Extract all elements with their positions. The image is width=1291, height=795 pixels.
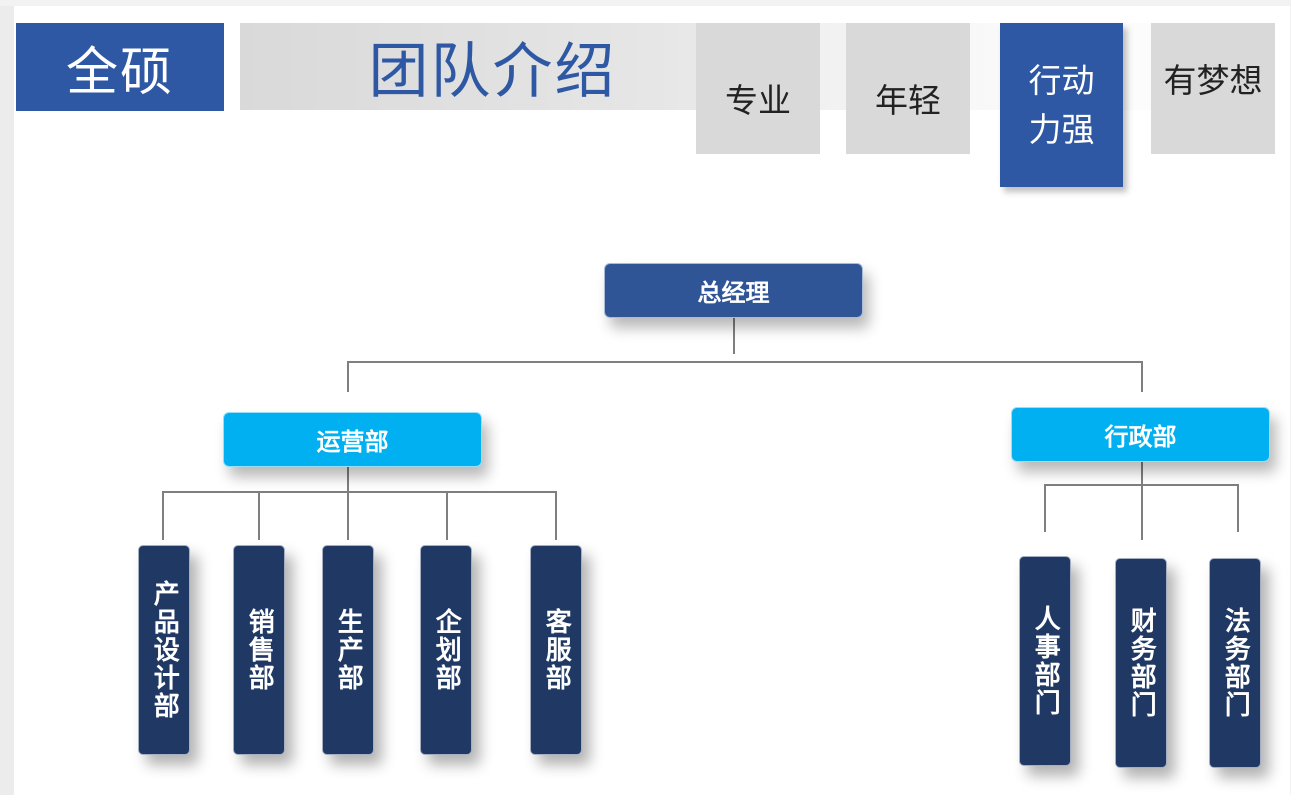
keyword-label: 专业 bbox=[725, 80, 791, 120]
keyword-label: 年轻 bbox=[875, 80, 941, 120]
node-sales: 销售部 bbox=[233, 545, 285, 755]
node-customer-service: 客服部 bbox=[530, 545, 582, 755]
node-product-design: 产品设计部 bbox=[138, 545, 190, 755]
brand-box: 全硕 bbox=[16, 23, 224, 111]
keyword-box-young: 年轻 bbox=[846, 23, 970, 154]
keyword-box-professional: 专业 bbox=[696, 23, 820, 154]
keyword-label-line1: 行动 bbox=[1028, 60, 1095, 100]
node-planning: 企划部 bbox=[420, 545, 472, 755]
keyword-label: 有梦想 bbox=[1163, 60, 1263, 100]
keyword-label-line2: 力强 bbox=[1028, 110, 1095, 149]
node-general-manager: 总经理 bbox=[604, 263, 863, 318]
keyword-box-dream: 有梦想 bbox=[1151, 23, 1275, 154]
page-title: 团队介绍 bbox=[368, 37, 617, 107]
node-admin-dept: 行政部 bbox=[1011, 407, 1270, 462]
node-hr: 人事部门 bbox=[1019, 556, 1071, 766]
node-operations-dept: 运营部 bbox=[223, 412, 482, 467]
node-legal: 法务部门 bbox=[1209, 558, 1261, 768]
node-production: 生产部 bbox=[322, 545, 374, 755]
keyword-box-action: 行动 力强 bbox=[1000, 23, 1123, 187]
node-finance: 财务部门 bbox=[1115, 558, 1167, 768]
